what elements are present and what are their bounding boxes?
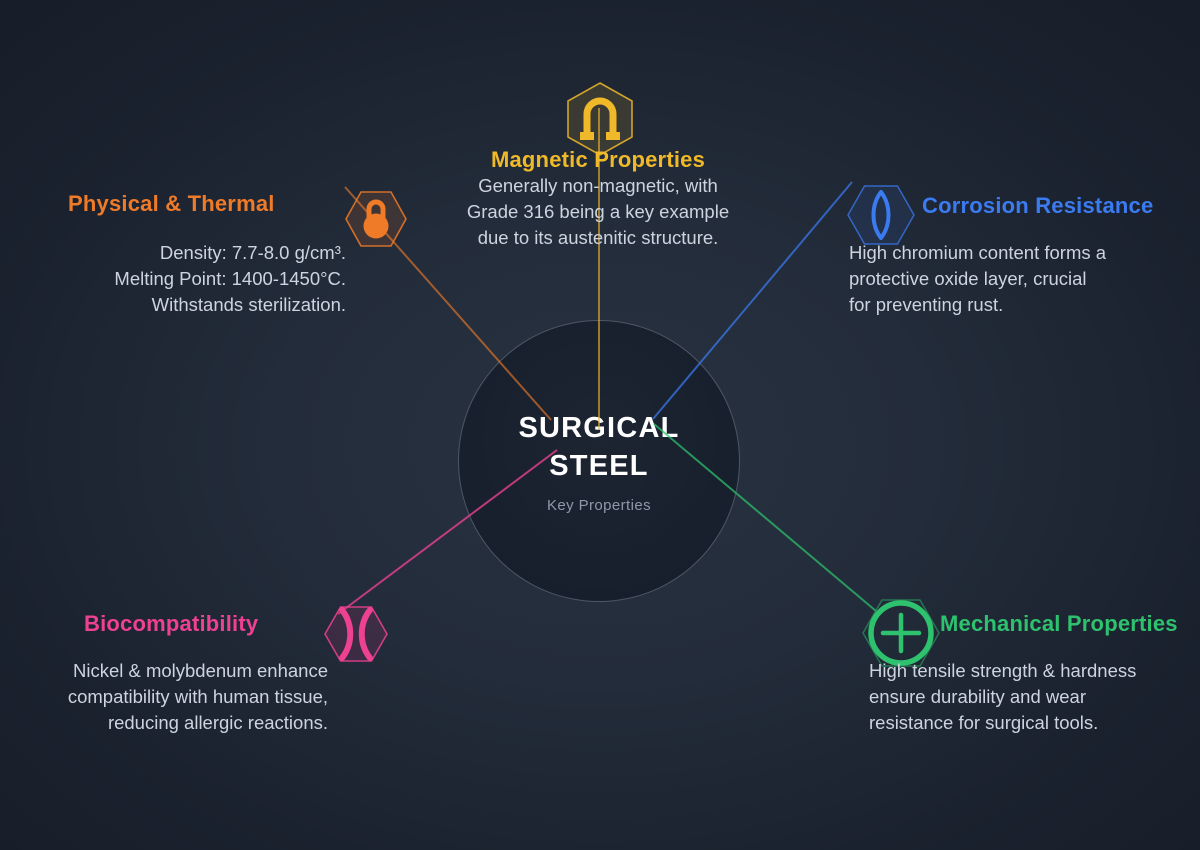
droplet-icon (847, 185, 915, 245)
branch-title-corrosion: Corrosion Resistance (922, 193, 1154, 218)
branch-title-biocompatibility: Biocompatibility (84, 611, 259, 636)
branch-title-magnetic: Magnetic Properties (490, 147, 706, 172)
tissue-icon (324, 606, 388, 662)
branch-desc-magnetic: Generally non-magnetic, with Grade 316 b… (466, 175, 730, 248)
branch-title-mechanical: Mechanical Properties (940, 611, 1178, 636)
branch-desc-biocompatibility: Nickel & molybdenum enhance compatibilit… (67, 660, 328, 733)
branch-desc-mechanical: High tensile strength & hardness ensure … (869, 660, 1137, 733)
central-title: SURGICAL STEEL (518, 411, 680, 482)
magnet-icon (567, 82, 633, 156)
central-node: SURGICAL STEEL Key Properties (458, 320, 740, 602)
branch-title-physical-thermal: Physical & Thermal (68, 191, 275, 216)
central-subtitle: Key Properties (547, 496, 651, 514)
strength-plus-icon (862, 599, 940, 667)
weight-lock-icon (345, 191, 407, 247)
branch-desc-corrosion: High chromium content forms a protective… (849, 242, 1107, 315)
branch-desc-physical-thermal: Density: 7.7-8.0 g/cm³. Melting Point: 1… (114, 242, 346, 315)
